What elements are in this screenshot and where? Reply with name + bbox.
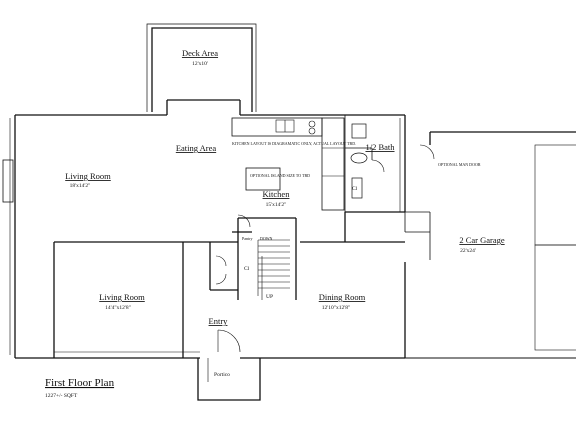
family-room-dim: 18'x14'2" [70,183,91,189]
sink-icon [275,119,295,133]
kitchen-dim: 15'x14'2" [266,202,287,208]
living-room-dim: 14'4"x12'8" [105,305,131,311]
walls [2,23,576,401]
garage-label: 2 Car Garage [459,235,505,245]
garage-dim: 22'x24' [460,248,476,254]
family-room-label: Living Room [65,171,111,181]
door-swings [215,144,435,353]
range-icon [308,120,316,135]
living-room-label: Living Room [99,292,145,302]
deck-label: Deck Area [182,48,218,58]
plan-area: 1227+/- SQFT [45,393,78,399]
island-note: OPTIONAL ISLAND SIZE TO TBD [250,173,310,178]
kitchen-label: Kitchen [263,189,291,199]
entry-label: Entry [209,316,229,326]
closet-label-1: Cl [244,266,250,272]
stairs-up-label: UP [266,294,273,300]
half-bath-label: 1/2 Bath [365,142,395,152]
kitchen-note: KITCHEN LAYOUT IS DIAGRAMATIC ONLY, ACTU… [232,141,356,147]
eating-area-label: Eating Area [176,143,217,153]
stairs-down-label: DOWN [260,236,273,241]
portico-label: Portico [214,372,230,378]
plan-title: First Floor Plan [45,377,115,389]
man-door-note: OPTIONAL MAN DOOR [438,162,481,167]
dining-room-label: Dining Room [319,292,366,302]
dining-room-dim: 12'10"x12'8" [322,305,350,311]
pantry-label: Pantry [242,236,252,241]
stair-treads [257,239,290,300]
deck-dim: 12'x10' [192,61,208,67]
closet-label-2: Cl [352,186,358,192]
